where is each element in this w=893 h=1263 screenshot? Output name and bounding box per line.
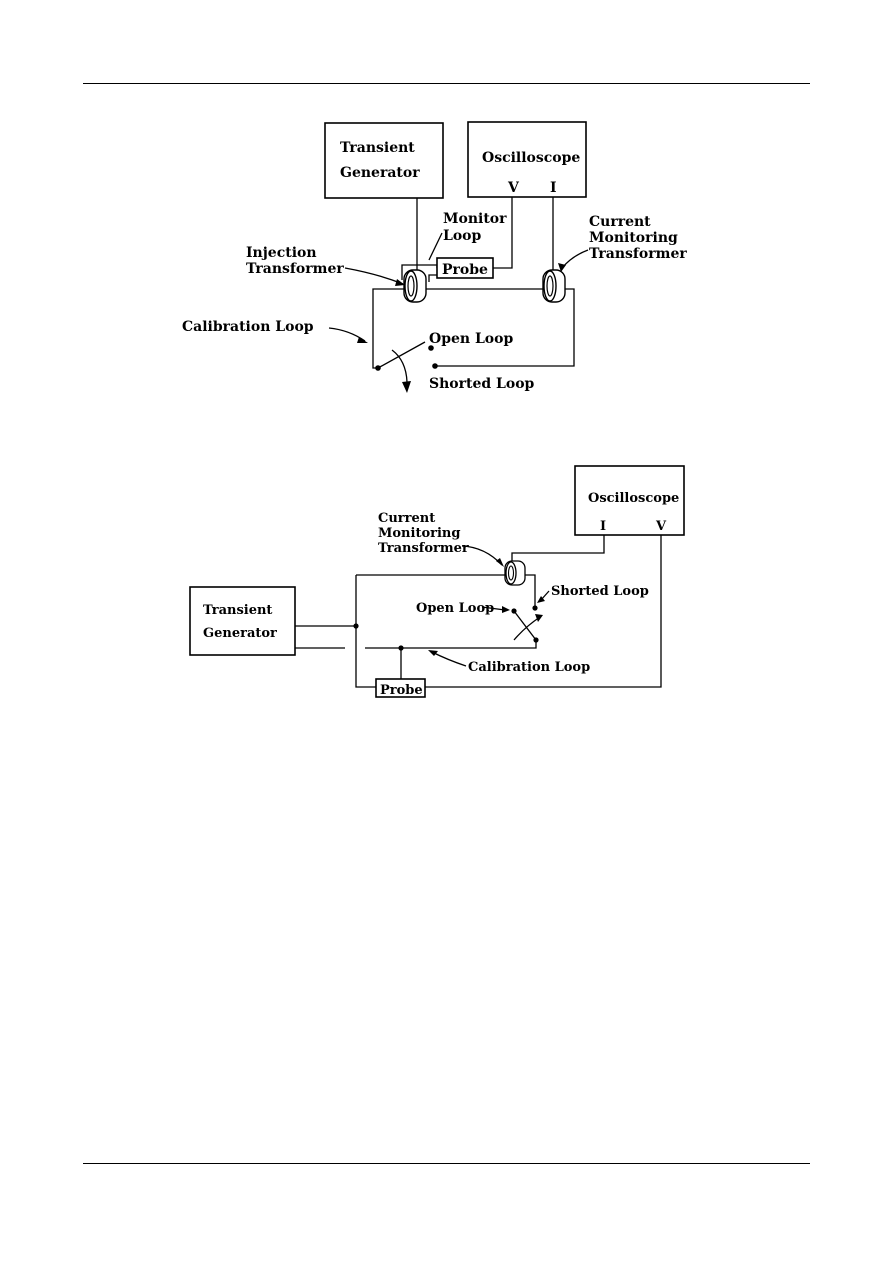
transient-generator-box-2	[189, 586, 296, 656]
cmt-arrowhead-2	[496, 558, 504, 567]
shorted-loop-label-2: Shorted Loop	[551, 584, 649, 599]
probe-box	[436, 257, 494, 279]
calibration-loop-label-2: Calibration Loop	[468, 660, 590, 675]
transient-generator-label-line1: Transient	[340, 140, 415, 156]
transient-generator-label-line2: Generator	[340, 165, 420, 181]
probe-label: Probe	[442, 262, 488, 278]
monitor-loop-label-line2: Loop	[443, 228, 482, 244]
open-loop-label: Open Loop	[429, 331, 513, 347]
cmt-label-2-line2: Monitoring	[378, 526, 460, 541]
oscilloscope-label-2: Oscilloscope	[588, 491, 679, 506]
shorted-loop-contact	[432, 363, 438, 369]
transient-generator-label-2-line1: Transient	[203, 603, 272, 618]
shorted-loop-contact-2	[532, 605, 538, 611]
monitor-loop-return	[428, 274, 437, 282]
switch-blade	[377, 341, 426, 369]
calibration-loop-right	[435, 288, 575, 367]
v-probe-lead	[493, 197, 513, 269]
cmt-label-2-line1: Current	[378, 511, 435, 526]
cmt-label-2-line3: Transformer	[378, 541, 469, 556]
shorted-loop-label: Shorted Loop	[429, 376, 535, 392]
open-loop-arrowhead-2	[502, 606, 510, 613]
loop-left-wire	[355, 575, 376, 688]
v-terminal-label: V	[507, 180, 520, 196]
calibration-loop-arrowhead-2	[428, 650, 438, 656]
header-rule	[83, 83, 810, 84]
v-lead-2	[425, 535, 662, 688]
footer-rule	[83, 1163, 810, 1164]
switch-blade-2	[513, 610, 537, 641]
junction-dot-1	[353, 623, 359, 629]
probe-box-2	[375, 678, 426, 698]
i-terminal-label: I	[550, 180, 557, 196]
open-loop-contact	[428, 345, 434, 351]
oscilloscope-box-2	[574, 465, 685, 536]
injection-transformer-label-line1: Injection	[246, 245, 317, 261]
switch-arc-arrowhead-2	[535, 614, 543, 622]
shorted-loop-arrowhead-2	[537, 596, 545, 603]
probe-label-2: Probe	[380, 683, 423, 698]
injection-transformer-arrowhead	[395, 279, 405, 286]
v-terminal-label-2: V	[655, 519, 667, 534]
cmt-label-line2: Monitoring	[589, 230, 678, 246]
monitor-loop-leader	[428, 232, 443, 261]
i-lead-2	[511, 535, 605, 562]
current-monitoring-transformer-icon	[542, 269, 566, 303]
calibration-loop-bottom	[365, 641, 537, 649]
transient-generator-label-2-line2: Generator	[203, 626, 277, 641]
i-terminal-label-2: I	[600, 519, 606, 534]
injection-transformer-icon	[403, 269, 427, 303]
monitor-loop-label-line1: Monitor	[443, 211, 507, 227]
open-loop-leader-2	[481, 606, 506, 611]
cmt-label-line3: Transformer	[589, 246, 687, 262]
open-loop-label-2: Open Loop	[416, 601, 494, 616]
junction-dot-2	[398, 645, 404, 651]
cmt-label-line1: Current	[589, 214, 651, 230]
cmt-arrowhead	[558, 263, 566, 272]
calibration-loop-label: Calibration Loop	[182, 319, 314, 335]
oscilloscope-label: Oscilloscope	[482, 150, 580, 166]
current-monitoring-transformer-icon-2	[504, 560, 526, 586]
oscilloscope-box	[467, 121, 587, 198]
loop-right-to-short	[525, 574, 536, 606]
calibration-loop-arrowhead	[357, 337, 368, 343]
transient-generator-box	[324, 122, 444, 199]
calibration-loop-leader-2	[431, 651, 467, 667]
injection-transformer-label-line2: Transformer	[246, 261, 344, 277]
switch-arc-arrowhead	[402, 381, 411, 393]
